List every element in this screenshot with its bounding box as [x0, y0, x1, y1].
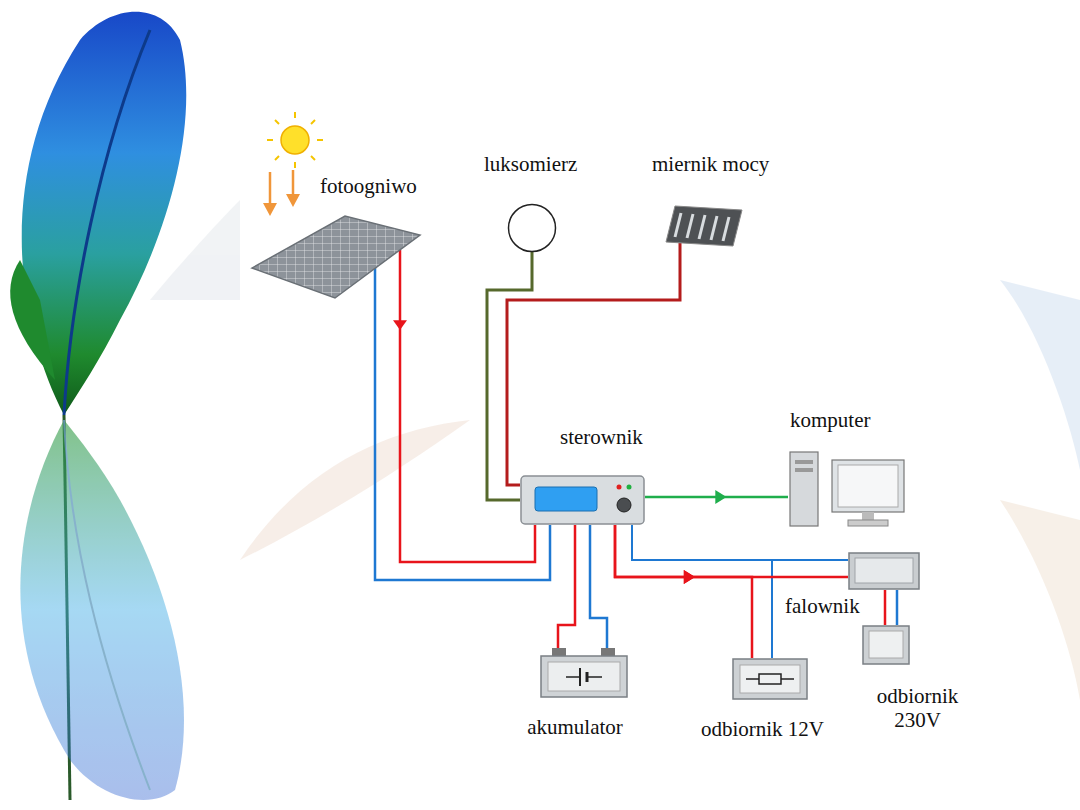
node-label: fotoogniwo [320, 174, 417, 198]
connector [615, 525, 772, 658]
battery: akumulator [500, 645, 650, 745]
lux-meter-icon [507, 203, 557, 253]
wire [507, 243, 680, 485]
feather [10, 12, 186, 800]
load-12v-icon [732, 658, 808, 700]
connector [487, 252, 532, 500]
sun [267, 112, 323, 168]
connector [615, 525, 848, 584]
faint-feathers [150, 200, 1080, 700]
feather-reflection [20, 420, 184, 800]
lux-meter: luksomierz [480, 150, 610, 255]
wire [884, 590, 887, 625]
computer: komputer [785, 400, 910, 532]
wire [400, 250, 535, 562]
battery-icon [540, 648, 628, 698]
node-label: miernik mocy [652, 152, 769, 176]
arrowhead [715, 490, 726, 504]
node-label: luksomierz [484, 152, 577, 176]
load-12v: odbiornik 12V [675, 655, 850, 747]
node-label: sterownik [560, 425, 643, 449]
power-meter: miernik mocy [650, 150, 815, 248]
solar-panel: fotoogniwo [250, 172, 450, 300]
wire [590, 525, 607, 650]
wire [615, 525, 848, 577]
inverter-icon [848, 552, 920, 590]
load-230v: odbiornik 230V [855, 622, 980, 747]
wire [632, 525, 848, 560]
node-label: odbiornik 230V [859, 684, 977, 732]
wire [896, 590, 899, 625]
node-label: komputer [790, 408, 870, 432]
node-label: falownik [785, 594, 860, 618]
solar-panel-icon [250, 215, 422, 300]
arrowhead [684, 570, 695, 584]
load-230v-icon [862, 625, 910, 665]
connector [885, 590, 897, 625]
computer-icon [788, 448, 908, 530]
arrowhead [393, 320, 407, 330]
wire [615, 525, 752, 658]
light-arrows [263, 170, 300, 216]
wire [487, 252, 532, 500]
controller: sterownik [518, 420, 648, 528]
inverter: falownik [778, 552, 923, 622]
wire [558, 525, 575, 650]
connector [645, 490, 788, 504]
node-label: akumulator [527, 715, 623, 739]
power-meter-icon [665, 205, 743, 247]
arrowhead [684, 570, 695, 584]
connector [507, 243, 680, 485]
connector [558, 525, 607, 650]
controller-icon [520, 475, 645, 525]
node-label: odbiornik 12V [701, 717, 824, 741]
